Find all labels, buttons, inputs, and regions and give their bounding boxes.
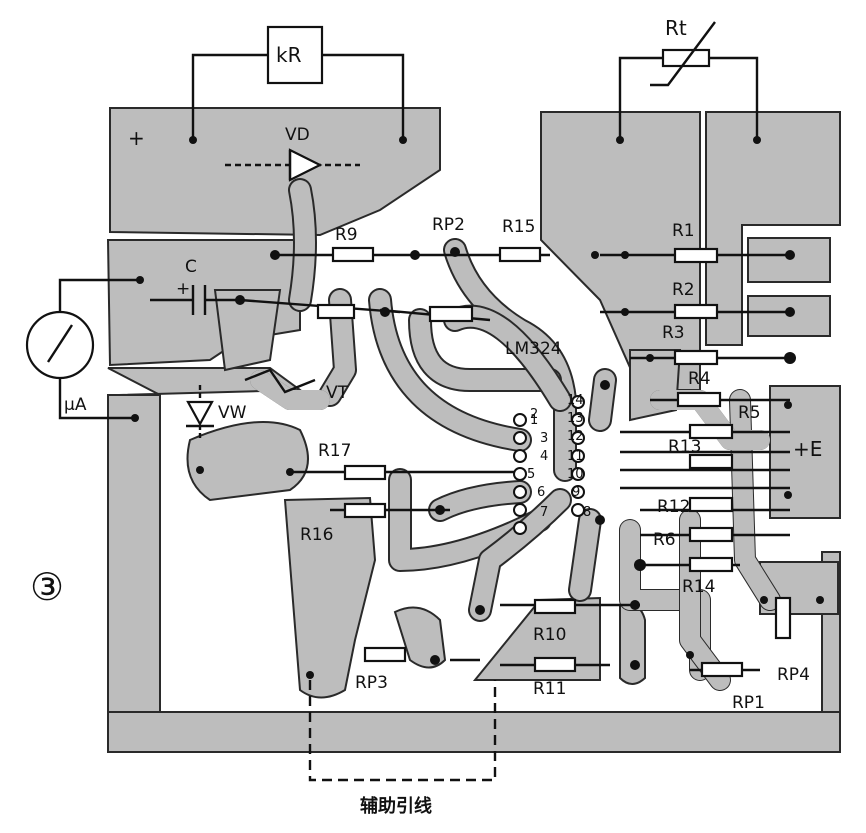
ic-pin-5: 5 xyxy=(527,467,535,482)
label-r3: R3 xyxy=(662,323,685,343)
label-rp3: RP3 xyxy=(355,673,388,693)
capacitor-c xyxy=(150,285,240,315)
pad-vw-lower xyxy=(186,421,309,502)
ic-left-pins xyxy=(513,413,527,535)
ic-pin-8: 8 xyxy=(583,505,591,520)
label-r17: R17 xyxy=(318,441,351,461)
label-c: C xyxy=(185,257,197,277)
label-kr: kR xyxy=(276,43,302,67)
resistor-r12 xyxy=(688,496,734,513)
ic-pin-10: 10 xyxy=(567,467,584,482)
pad-rp3-right xyxy=(393,606,447,669)
label-r10: R10 xyxy=(533,625,566,645)
potentiometer-rp4 xyxy=(774,596,792,640)
relay-kr xyxy=(266,25,324,85)
label-figure-number: ③ xyxy=(30,565,64,609)
resistor-r14 xyxy=(688,556,734,573)
resistor-r11 xyxy=(533,656,577,673)
label-r4: R4 xyxy=(688,369,711,389)
resistor-r17 xyxy=(343,464,387,481)
label-aux-wire: 辅助引线 xyxy=(360,795,432,817)
ic-right-pins xyxy=(571,395,585,517)
ic-pin-13: 13 xyxy=(567,411,584,426)
label-r12: R12 xyxy=(657,497,690,517)
label-r1: R1 xyxy=(672,221,695,241)
label-rp1: RP1 xyxy=(732,693,765,713)
resistor-r2 xyxy=(673,303,719,320)
pad-ground-left xyxy=(107,394,161,751)
pad-top-left xyxy=(109,107,441,237)
label-meter: μA xyxy=(64,395,87,415)
label-vw: VW xyxy=(218,403,247,423)
label-rp4: RP4 xyxy=(777,665,810,685)
transistor-vt xyxy=(244,368,316,394)
label-r2: R2 xyxy=(672,280,695,300)
ic-pin-11: 11 xyxy=(567,449,584,464)
resistor-r13 xyxy=(688,453,734,470)
ic-pin-6: 6 xyxy=(537,485,545,500)
label-r16: R16 xyxy=(300,525,333,545)
ic-pin-2: 2 xyxy=(530,407,538,422)
resistor-r9 xyxy=(331,246,375,263)
ic-pin-12: 12 xyxy=(567,429,584,444)
label-rp2: RP2 xyxy=(432,215,465,235)
potentiometer-rp3 xyxy=(363,646,407,663)
pad-top-right xyxy=(705,111,841,346)
label-lm324: LM324 xyxy=(505,339,562,359)
zener-vw xyxy=(186,385,214,440)
resistor-r4 xyxy=(676,391,722,408)
copper-traces xyxy=(250,178,781,691)
diode-vd xyxy=(225,148,360,182)
label-plus-top: + xyxy=(128,126,145,150)
potentiometer-rp2 xyxy=(428,305,474,323)
label-r9: R9 xyxy=(335,225,358,245)
label-r15: R15 xyxy=(502,217,535,237)
ic-pin-7: 7 xyxy=(540,505,548,520)
pad-r1-right xyxy=(747,237,831,283)
resistor-vt-link xyxy=(316,303,356,320)
ic-pin-3: 3 xyxy=(540,431,548,446)
label-r5: R5 xyxy=(738,403,761,423)
pad-capacitor-right xyxy=(213,289,282,372)
pad-e-plus xyxy=(769,385,841,519)
solder-holes xyxy=(131,136,824,679)
label-vt: VT xyxy=(326,383,349,403)
resistor-r15 xyxy=(498,246,542,263)
label-rt: Rt xyxy=(665,16,687,40)
label-r11: R11 xyxy=(533,679,566,699)
resistor-r1 xyxy=(673,247,719,264)
label-cap-plus: + xyxy=(176,279,190,299)
resistor-r5 xyxy=(688,423,734,440)
resistor-rp1 xyxy=(700,661,744,678)
component-labels: kR Rt + VD R9 RP2 R15 R1 C + R2 LM324 R3… xyxy=(30,16,822,817)
thermistor-rt xyxy=(661,48,711,68)
label-r13: R13 xyxy=(668,437,701,457)
thermistor-arrow xyxy=(650,21,716,87)
ic-pin-14: 14 xyxy=(567,393,584,408)
pad-ground-bottom xyxy=(107,711,841,753)
resistor-r6 xyxy=(688,526,734,543)
label-r14: R14 xyxy=(682,577,715,597)
ic-lm324: 1 2 3 4 5 6 7 8 9 10 11 12 13 14 xyxy=(513,393,591,535)
label-r6: R6 xyxy=(653,530,676,550)
resistor-r3 xyxy=(673,349,719,366)
meter-needle xyxy=(46,324,74,363)
pad-r16 xyxy=(283,496,377,699)
copper-board xyxy=(106,107,841,753)
label-vd: VD xyxy=(285,125,310,145)
components xyxy=(25,21,792,678)
ic-pin-1: 1 xyxy=(530,413,538,428)
pad-r10-right xyxy=(619,603,646,685)
ic-pin-4: 4 xyxy=(540,449,548,464)
resistor-r10 xyxy=(533,598,577,615)
ic-pin-9: 9 xyxy=(572,485,580,500)
resistor-r16-link xyxy=(343,502,387,519)
label-e-plus: +E xyxy=(793,437,822,461)
